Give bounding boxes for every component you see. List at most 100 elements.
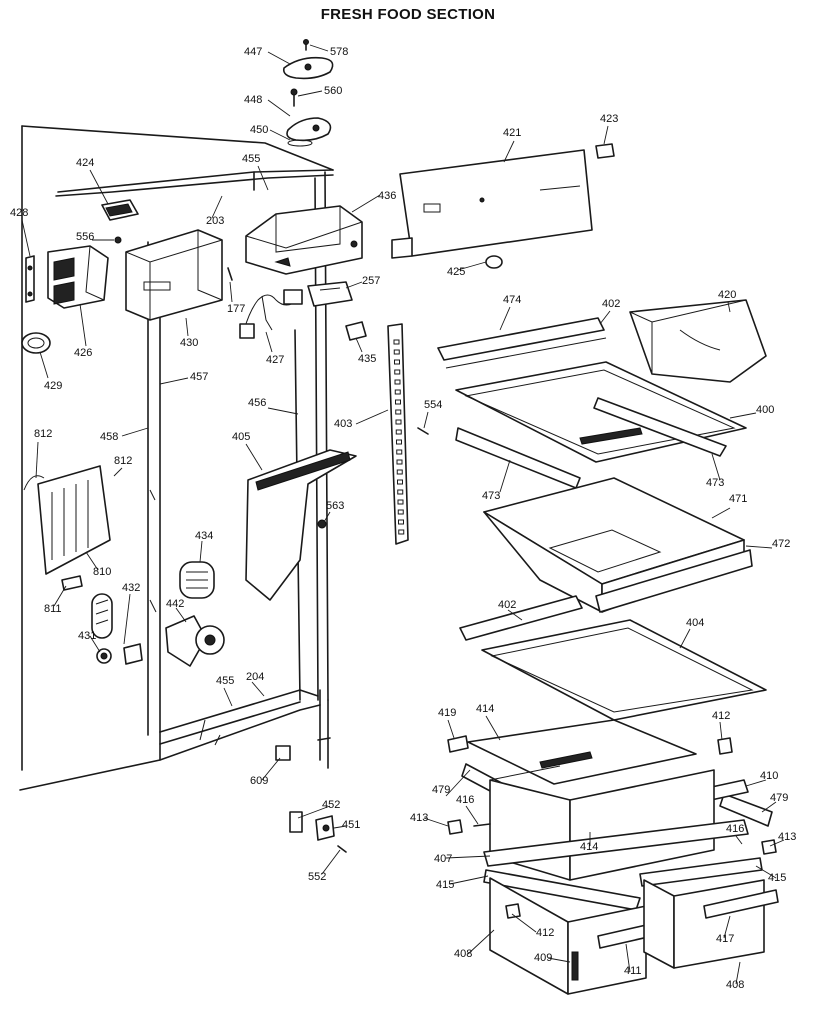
label-413b: 413: [778, 831, 796, 843]
leader-line: [309, 44, 329, 52]
label-414b: 414: [580, 841, 598, 853]
leader-line: [229, 281, 233, 303]
leader-line: [729, 412, 757, 419]
hinge-451: [315, 815, 335, 841]
clip-412-top: [717, 737, 733, 755]
ladder-slot: [396, 469, 403, 475]
leader-line: [723, 915, 731, 939]
label-416a: 416: [456, 794, 474, 806]
label-408b: 408: [726, 979, 744, 991]
rod-416: [473, 823, 491, 827]
label-442: 442: [166, 598, 184, 610]
label-811: 811: [44, 603, 62, 615]
shelf-trim-474: [437, 317, 607, 369]
screw-554: [417, 427, 429, 435]
leader-line: [159, 377, 189, 385]
ladder-slot: [397, 509, 404, 515]
ladder-slot: [396, 449, 403, 455]
label-204: 204: [246, 671, 264, 683]
leader-line: [269, 129, 291, 141]
part-labels: 447 578 448 560 450 421 423 424 455 436 …: [10, 46, 796, 991]
label-409: 409: [534, 952, 552, 964]
knob-429: [21, 332, 51, 354]
label-472: 472: [772, 538, 790, 550]
plate-452: [289, 811, 303, 833]
bracket-428: [25, 255, 35, 303]
label-473b: 473: [706, 477, 724, 489]
control-box-430: [125, 229, 223, 321]
label-471: 471: [729, 493, 747, 505]
light-bulb-423: [595, 143, 615, 159]
leader-line: [599, 310, 611, 325]
ladder-slot: [394, 359, 400, 365]
label-414a: 414: [476, 703, 494, 715]
screw-413-right: [761, 839, 777, 855]
ladder-slot: [394, 379, 401, 385]
leader-line: [175, 607, 187, 623]
label-400: 400: [756, 404, 774, 416]
leader-line: [511, 913, 537, 933]
label-415a: 415: [436, 879, 454, 891]
screw-560: [290, 88, 298, 107]
label-426: 426: [74, 347, 92, 359]
label-560: 560: [324, 85, 342, 97]
label-431: 431: [78, 630, 96, 642]
leader-line: [89, 635, 101, 653]
label-405: 405: [232, 431, 250, 443]
screw-413-left: [447, 819, 463, 835]
leader-line: [499, 306, 511, 331]
ladder-slot: [396, 439, 402, 445]
label-430: 430: [180, 337, 198, 349]
leader-line: [211, 195, 223, 219]
label-563: 563: [326, 500, 344, 512]
leader-line: [355, 337, 363, 353]
leader-line: [333, 825, 347, 829]
grommet-432: [91, 593, 113, 639]
label-450: 450: [250, 124, 268, 136]
knob-425: [485, 255, 503, 269]
label-421: 421: [503, 127, 521, 139]
leader-line: [267, 99, 291, 117]
leader-line: [423, 817, 449, 827]
label-429: 429: [44, 380, 62, 392]
ladder-slot: [397, 489, 404, 495]
leader-line: [761, 801, 777, 813]
leader-line: [39, 351, 49, 379]
leader-line: [735, 961, 741, 985]
leader-line: [467, 929, 495, 955]
heater-810: [23, 465, 111, 575]
label-447: 447: [244, 46, 262, 58]
leader-line: [445, 855, 491, 859]
leader-line: [261, 757, 281, 781]
leader-line: [53, 585, 67, 607]
rail-402: [459, 595, 583, 641]
bracket-450: [287, 139, 313, 147]
label-424: 424: [76, 157, 94, 169]
label-419: 419: [438, 707, 456, 719]
leader-line: [79, 303, 87, 347]
handle-417: [703, 889, 779, 919]
label-403: 403: [334, 418, 352, 430]
leader-line: [485, 715, 501, 741]
ladder-slot: [393, 349, 400, 355]
leader-line: [265, 331, 273, 353]
label-474: 474: [503, 294, 521, 306]
ladder-slot: [395, 399, 401, 405]
leader-line: [185, 317, 189, 337]
label-423: 423: [600, 113, 618, 125]
leader-line: [355, 409, 389, 425]
label-456: 456: [248, 397, 266, 409]
label-479a: 479: [432, 784, 450, 796]
label-407: 407: [434, 853, 452, 865]
screw-177: [227, 267, 233, 281]
shelf-ladder-403: [387, 323, 409, 545]
ladder-slot: [395, 409, 402, 415]
label-556: 556: [76, 231, 94, 243]
sleeve-432: [123, 643, 143, 665]
label-415b: 415: [768, 872, 786, 884]
fitting-811: [61, 575, 83, 591]
label-578: 578: [330, 46, 348, 58]
thermostat-257: [307, 281, 353, 307]
rail-479-right: [719, 793, 773, 827]
label-203: 203: [206, 215, 224, 227]
